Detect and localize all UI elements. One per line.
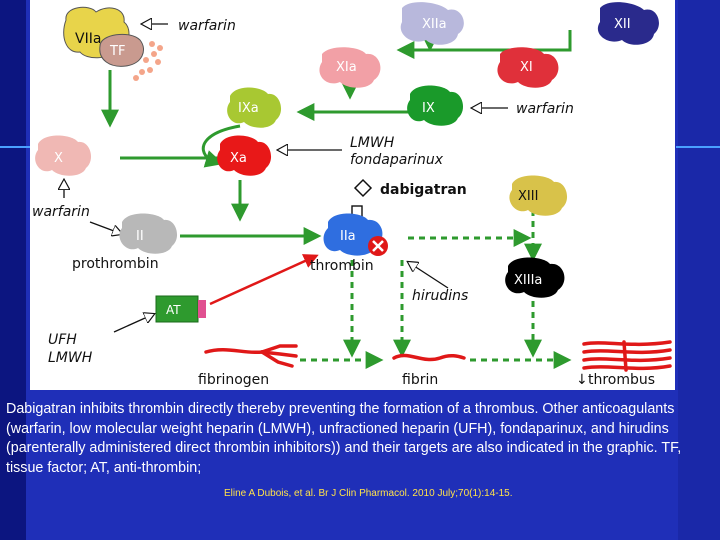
dashed-arrows xyxy=(300,210,572,369)
factor-ixa: IXa xyxy=(227,87,282,128)
factor-xiiia: XIIIa xyxy=(505,257,565,298)
label-warfarin-top: warfarin xyxy=(178,18,236,34)
factor-xiia-label: XIIa xyxy=(422,17,447,32)
factor-iia: IIa xyxy=(323,205,388,256)
label-lmwh: LMWH xyxy=(350,135,395,151)
label-thrombin: thrombin xyxy=(310,258,374,274)
factor-xiii-label: XIII xyxy=(518,189,538,204)
arrow-at-to-thrombin xyxy=(209,254,319,306)
arrow-hirudins-to-thrombin xyxy=(408,262,449,289)
factor-xa: Xa xyxy=(217,135,272,176)
factor-xii: XII xyxy=(597,2,659,45)
arrow-xii-to-xiia xyxy=(396,30,572,59)
label-warfarin-left: warfarin xyxy=(32,204,90,220)
factor-at-label: AT xyxy=(166,303,181,317)
factor-x-label: X xyxy=(54,151,63,166)
label-warfarin-ix: warfarin xyxy=(516,101,574,117)
factor-xi-label: XI xyxy=(520,60,533,75)
factor-ii-label: II xyxy=(136,229,144,244)
factor-ix: IX xyxy=(407,85,464,126)
label-dabigatran: dabigatran xyxy=(380,182,467,198)
label-lmwh-at: LMWH xyxy=(48,350,93,366)
factor-xi: XI xyxy=(497,47,559,88)
factor-x: X xyxy=(35,135,92,176)
factor-at: AT xyxy=(155,295,206,323)
figure-caption: Dabigatran inhibits thrombin directly th… xyxy=(6,401,682,476)
arrow-ixa-to-xa xyxy=(201,124,241,168)
label-hirudins: hirudins xyxy=(412,288,468,304)
inhibitor-arrows xyxy=(64,24,508,333)
arrow-warfarin-to-ii xyxy=(89,221,122,234)
factor-ii: II xyxy=(119,213,178,254)
factor-xiiia-label: XIIIa xyxy=(514,273,542,288)
factor-tf: TF xyxy=(99,33,144,67)
label-fibrinogen: fibrinogen xyxy=(198,372,269,388)
factor-xa-label: Xa xyxy=(230,151,247,166)
factor-tf-label: TF xyxy=(109,44,125,59)
factor-xiia: XIIa xyxy=(400,2,464,45)
label-prothrombin: prothrombin xyxy=(72,256,159,272)
down-arrow-glyph: ↓ xyxy=(576,372,588,388)
tf-dots xyxy=(133,41,163,81)
factor-ixa-label: IXa xyxy=(238,101,259,116)
fibrinogen-shape xyxy=(204,344,298,368)
dabigatran-icon xyxy=(353,178,373,198)
label-ufh: UFH xyxy=(48,332,77,348)
factor-xia-label: XIa xyxy=(336,60,357,75)
fibrin-shape xyxy=(392,353,466,362)
thrombus-shape xyxy=(582,340,672,372)
label-fibrin: fibrin xyxy=(402,372,438,388)
diagram-card: VIIa TF XIIa XII XIa XI IXa IX X xyxy=(30,0,675,390)
label-thrombus: thrombus xyxy=(588,372,655,388)
factor-viia-label: VIIa xyxy=(75,31,101,47)
factor-ix-label: IX xyxy=(422,101,435,116)
factor-xii-label: XII xyxy=(614,17,631,32)
citation: Eline A Dubois, et al. Br J Clin Pharmac… xyxy=(224,488,513,499)
arrow-ufh-to-at xyxy=(113,314,154,333)
label-fondaparinux: fondaparinux xyxy=(350,152,444,168)
coagulation-diagram: VIIa TF XIIa XII XIa XI IXa IX X xyxy=(32,2,672,388)
factor-iia-label: IIa xyxy=(340,229,356,244)
factor-xiii: XIII xyxy=(509,175,568,216)
factor-xia: XIa xyxy=(319,47,381,88)
